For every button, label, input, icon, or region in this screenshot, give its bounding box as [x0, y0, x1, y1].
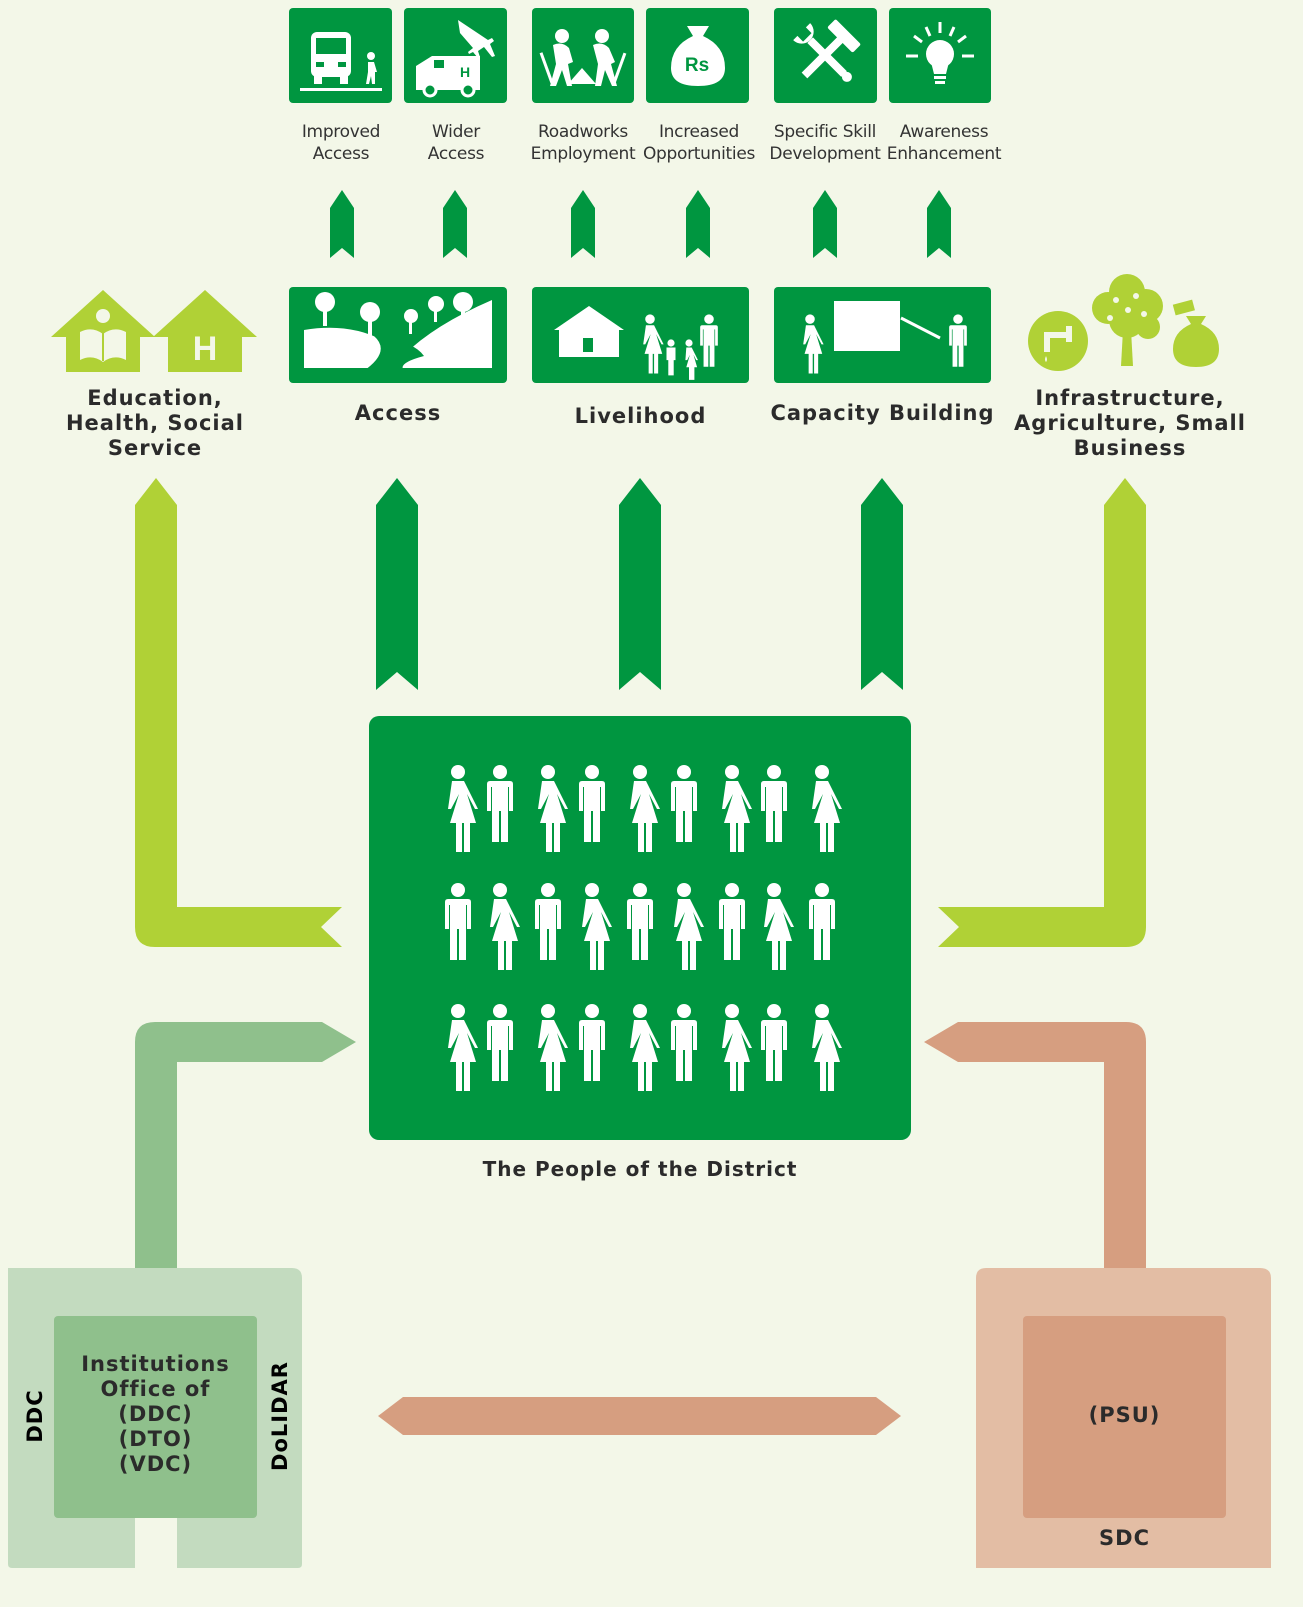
small-arrows	[330, 190, 951, 258]
access-arrow	[376, 478, 418, 690]
category-label-access: Access	[354, 401, 442, 425]
category-label-capacity-building: Capacity Building	[770, 401, 995, 425]
small-arrow	[571, 190, 595, 258]
access-illustration	[289, 287, 507, 383]
ddc-flow-arrow	[135, 1022, 356, 1272]
svg-text:H: H	[193, 330, 218, 368]
road-workers-icon	[532, 8, 634, 103]
small-arrow	[686, 190, 710, 258]
education-flow-arrow	[135, 478, 342, 947]
livelihood-arrow	[619, 478, 661, 690]
small-arrow	[443, 190, 467, 258]
people-block	[369, 716, 911, 1140]
category-label-infrastructure: Infrastructure, Agriculture, Small Busin…	[1014, 386, 1246, 460]
money-bag-rs-icon: Rs	[646, 8, 749, 103]
infrastructure-flow-arrow	[938, 478, 1146, 947]
lightbulb-icon	[889, 8, 991, 103]
dolidar-label: DoLIDAR	[268, 1361, 292, 1471]
big-arrows	[135, 478, 1146, 1435]
bus-pedestrian-icon	[289, 8, 392, 103]
capacity-building-illustration	[774, 287, 991, 383]
institutions-label: Institutions Office of (DDC) (DTO) (VDC)	[81, 1352, 230, 1476]
psu-label: (PSU)	[1088, 1403, 1161, 1427]
svg-text:Rs: Rs	[685, 55, 709, 76]
infrastructure-agriculture-business-icon	[1028, 274, 1219, 371]
category-label-livelihood: Livelihood	[574, 404, 707, 428]
small-arrow	[330, 190, 354, 258]
hammer-wrench-icon	[774, 8, 877, 103]
ddc-label: DDC	[23, 1389, 47, 1443]
sdc-label: SDC	[1099, 1526, 1150, 1550]
small-arrow	[813, 190, 837, 258]
capacity-arrow	[861, 478, 903, 690]
ambulance-airplane-icon: H	[404, 8, 507, 103]
sdc-block	[976, 1268, 1271, 1568]
category-label-education: Education, Health, Social Service	[65, 386, 245, 460]
education-health-houses-icon: H	[51, 290, 257, 372]
partnership-double-arrow	[378, 1397, 901, 1435]
svg-text:H: H	[460, 64, 470, 80]
people-caption: The People of the District	[482, 1157, 798, 1181]
top-icon-row: H Rs	[289, 8, 991, 103]
ddc-block	[8, 1268, 302, 1568]
livelihood-illustration	[532, 287, 749, 383]
small-arrow	[927, 190, 951, 258]
